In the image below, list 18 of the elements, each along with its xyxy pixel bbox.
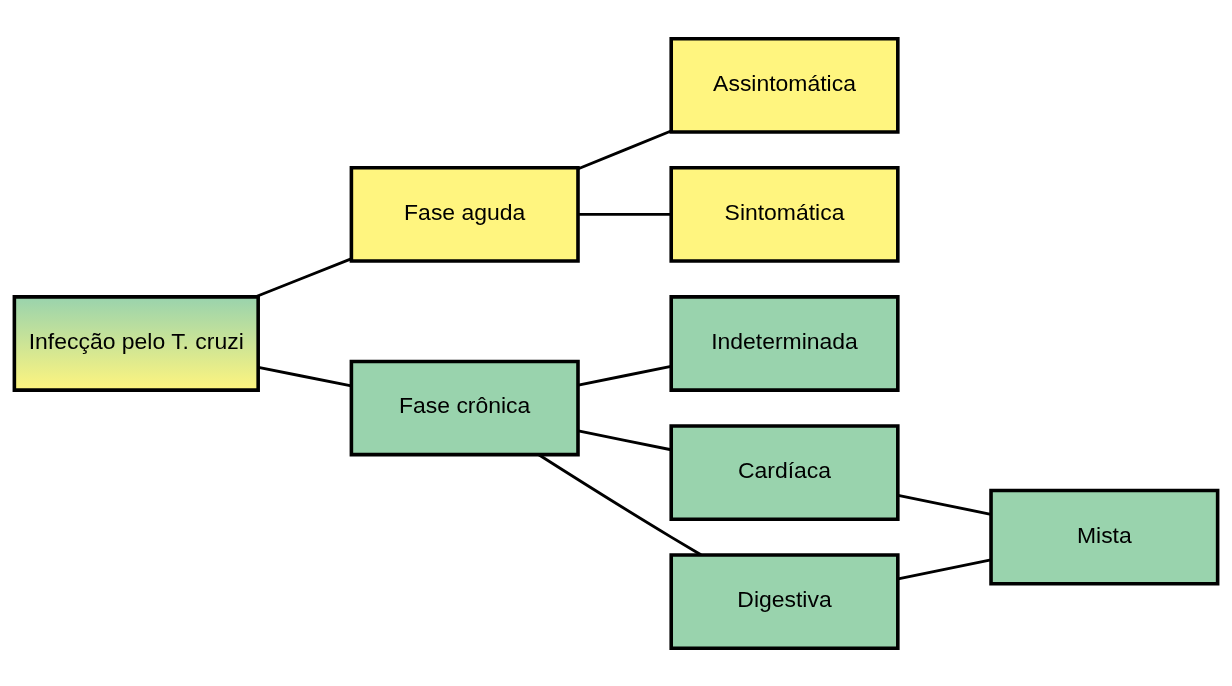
connector [577,129,672,170]
node-box: Infecção pelo T. cruzi [12,294,260,392]
connector [897,558,992,580]
connector [578,428,672,451]
node-box: Mista [989,488,1220,586]
node-box: Fase aguda [349,165,580,263]
connector [538,453,702,556]
node-box: Assintomática [669,36,900,134]
node-box: Fase crônica [349,359,580,456]
connector [258,365,352,387]
connector [897,493,992,516]
connector [578,212,672,216]
node-box: Indeterminada [669,294,900,392]
node-box: Sintomática [669,165,900,263]
connector [578,364,672,387]
node-box: Digestiva [669,552,900,650]
connector [255,257,352,298]
node-box: Cardíaca [669,423,900,521]
